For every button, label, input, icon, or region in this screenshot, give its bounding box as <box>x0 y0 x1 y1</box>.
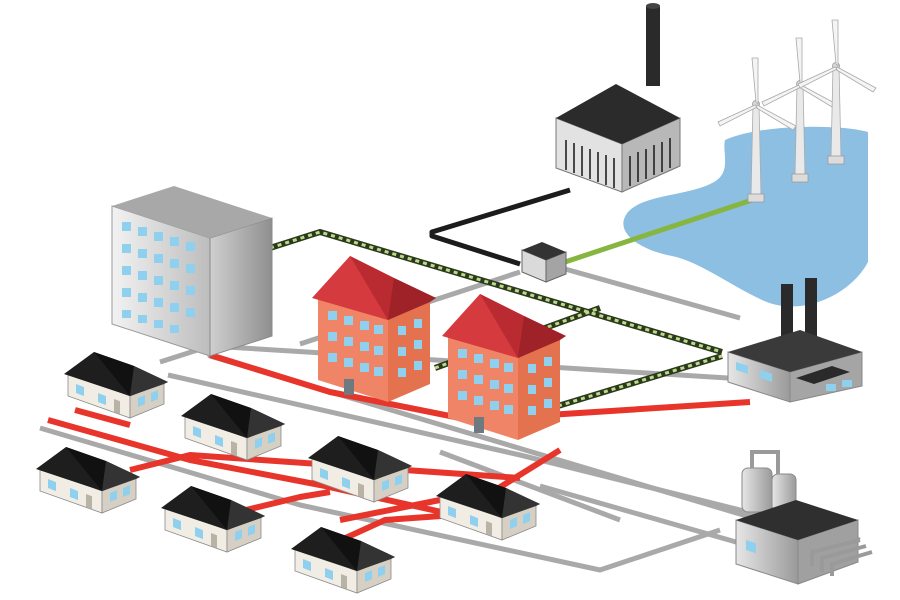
wind-power-line <box>564 197 753 265</box>
industrial-plant-icon <box>735 450 873 585</box>
house-icon <box>35 446 141 514</box>
substation-icon <box>521 242 567 283</box>
house-icon <box>180 393 286 461</box>
factory-icon <box>727 278 863 403</box>
house-icon <box>63 351 169 419</box>
house-icon <box>290 526 396 594</box>
heating-network <box>47 352 751 548</box>
sea-area <box>623 126 868 307</box>
office-building-icon <box>111 186 273 357</box>
apartment-building-icon <box>312 256 436 402</box>
house-icon <box>160 485 266 553</box>
apartment-building-icon <box>442 294 566 440</box>
power-plant-icon <box>555 3 681 193</box>
power-line <box>429 187 571 267</box>
